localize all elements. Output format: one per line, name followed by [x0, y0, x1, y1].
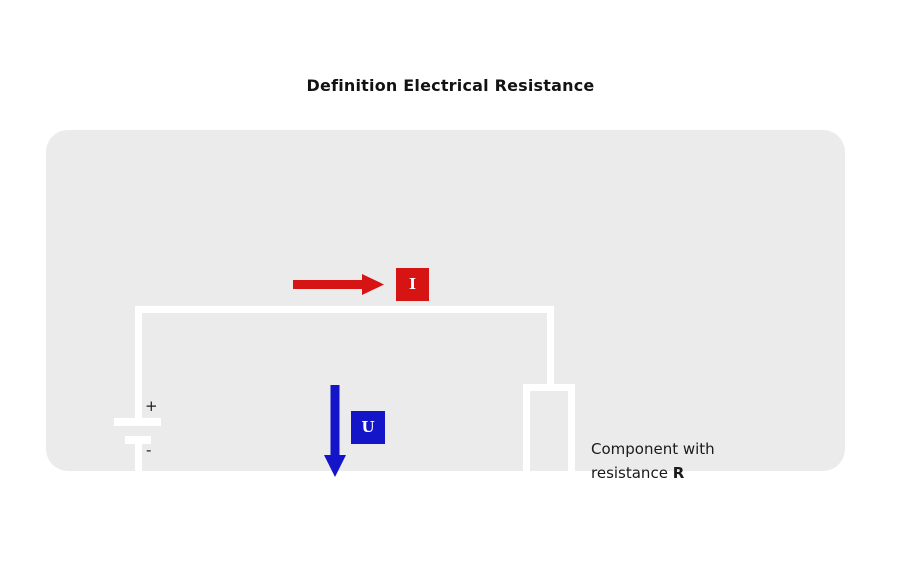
voltage-arrow-icon [323, 385, 347, 477]
battery-positive-plate-icon [114, 418, 161, 426]
battery-plus-label: + [145, 397, 158, 415]
wire-bottom-segment [135, 549, 554, 556]
wire-top-segment [135, 306, 554, 313]
circuit-panel: + - I U Component with resistance R [46, 130, 845, 556]
wire-left-lower-segment [135, 438, 142, 556]
component-caption-line2-prefix: resistance [591, 464, 673, 482]
wire-right-lower-segment [547, 480, 554, 556]
current-label-badge: I [396, 268, 429, 301]
resistance-symbol: R [672, 464, 685, 482]
component-caption-line1: Component with [591, 440, 715, 458]
wire-right-upper-segment [547, 306, 554, 388]
battery-minus-label: - [146, 441, 152, 459]
current-arrow-icon [293, 274, 384, 295]
battery-negative-plate-icon [125, 436, 151, 444]
page-title: Definition Electrical Resistance [306, 76, 595, 95]
voltage-label-badge: U [351, 411, 385, 444]
component-caption: Component with resistance R [591, 437, 801, 485]
wire-left-upper-segment [135, 306, 142, 424]
resistor-icon [523, 384, 575, 484]
